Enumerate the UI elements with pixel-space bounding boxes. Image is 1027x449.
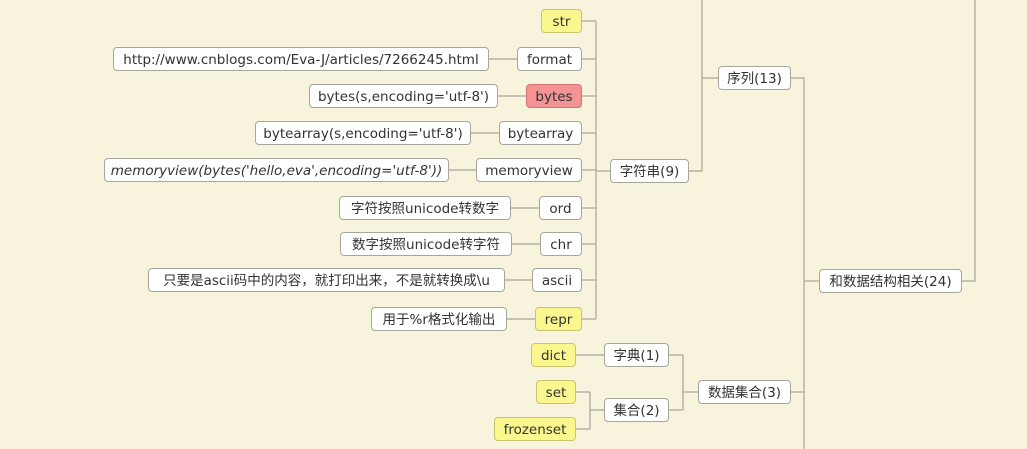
node-dict[interactable]: dict <box>531 343 576 367</box>
node-ord[interactable]: ord <box>539 196 582 220</box>
node-set[interactable]: set <box>536 380 576 404</box>
node-set-group[interactable]: 集合(2) <box>604 398 669 422</box>
node-collection[interactable]: 数据集合(3) <box>698 380 791 404</box>
string-to-top <box>689 0 703 172</box>
node-bytearray[interactable]: bytearray <box>499 121 582 145</box>
node-format[interactable]: format <box>517 47 582 71</box>
node-repr[interactable]: repr <box>535 307 582 331</box>
node-format-url[interactable]: http://www.cnblogs.com/Eva-J/articles/72… <box>113 47 489 71</box>
node-repr-desc[interactable]: 用于%r格式化输出 <box>371 307 507 331</box>
node-ascii-desc[interactable]: 只要是ascii码中的内容，就打印出来，不是就转换成\u <box>148 268 505 292</box>
data-structure-spine <box>791 77 805 449</box>
node-bytes[interactable]: bytes <box>526 84 582 108</box>
data-structure-to-root <box>962 0 976 282</box>
node-chr-desc[interactable]: 数字按照unicode转字符 <box>340 232 512 256</box>
node-dict-group[interactable]: 字典(1) <box>604 343 669 367</box>
node-ascii[interactable]: ascii <box>532 268 582 292</box>
node-data-structure[interactable]: 和数据结构相关(24) <box>819 269 962 293</box>
node-sequence[interactable]: 序列(13) <box>718 66 791 90</box>
node-string[interactable]: 字符串(9) <box>610 159 689 183</box>
node-chr[interactable]: chr <box>540 232 582 256</box>
node-memoryview[interactable]: memoryview <box>476 158 582 182</box>
node-bytearray-desc[interactable]: bytearray(s,encoding='utf-8') <box>255 121 471 145</box>
node-memoryview-desc[interactable]: memoryview(bytes('hello,eva',encoding='u… <box>104 158 449 182</box>
node-frozenset[interactable]: frozenset <box>494 417 576 441</box>
node-str[interactable]: str <box>541 9 582 33</box>
node-bytes-desc[interactable]: bytes(s,encoding='utf-8') <box>309 84 498 108</box>
node-ord-desc[interactable]: 字符按照unicode转数字 <box>339 196 511 220</box>
